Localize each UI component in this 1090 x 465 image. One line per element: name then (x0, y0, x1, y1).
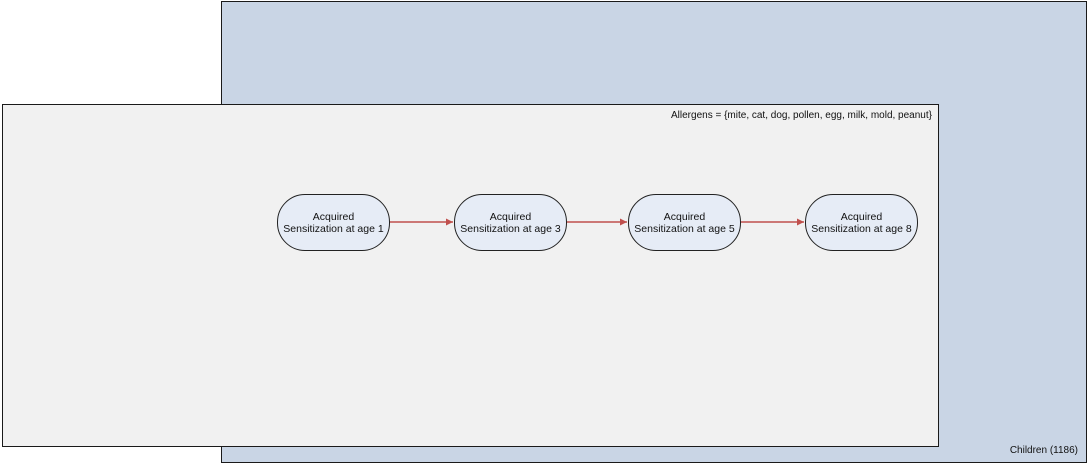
node-line2: Sensitization at age 5 (634, 222, 735, 235)
node-sensitization-age-8[interactable]: Acquired Sensitization at age 8 (805, 194, 918, 251)
node-sensitization-age-1[interactable]: Acquired Sensitization at age 1 (277, 194, 390, 251)
node-line1: Acquired (663, 210, 706, 223)
node-line1: Acquired (489, 210, 532, 223)
node-line2: Sensitization at age 1 (283, 222, 384, 235)
node-line2: Sensitization at age 8 (811, 222, 912, 235)
node-line1: Acquired (312, 210, 355, 223)
plate-allergens: Allergens = {mite, cat, dog, pollen, egg… (2, 104, 939, 447)
node-sensitization-age-5[interactable]: Acquired Sensitization at age 5 (628, 194, 741, 251)
plate-children-label: Children (1186) (1009, 445, 1078, 456)
node-sensitization-age-3[interactable]: Acquired Sensitization at age 3 (454, 194, 567, 251)
node-line2: Sensitization at age 3 (460, 222, 561, 235)
node-line1: Acquired (840, 210, 883, 223)
plate-allergens-label: Allergens = {mite, cat, dog, pollen, egg… (671, 110, 932, 121)
